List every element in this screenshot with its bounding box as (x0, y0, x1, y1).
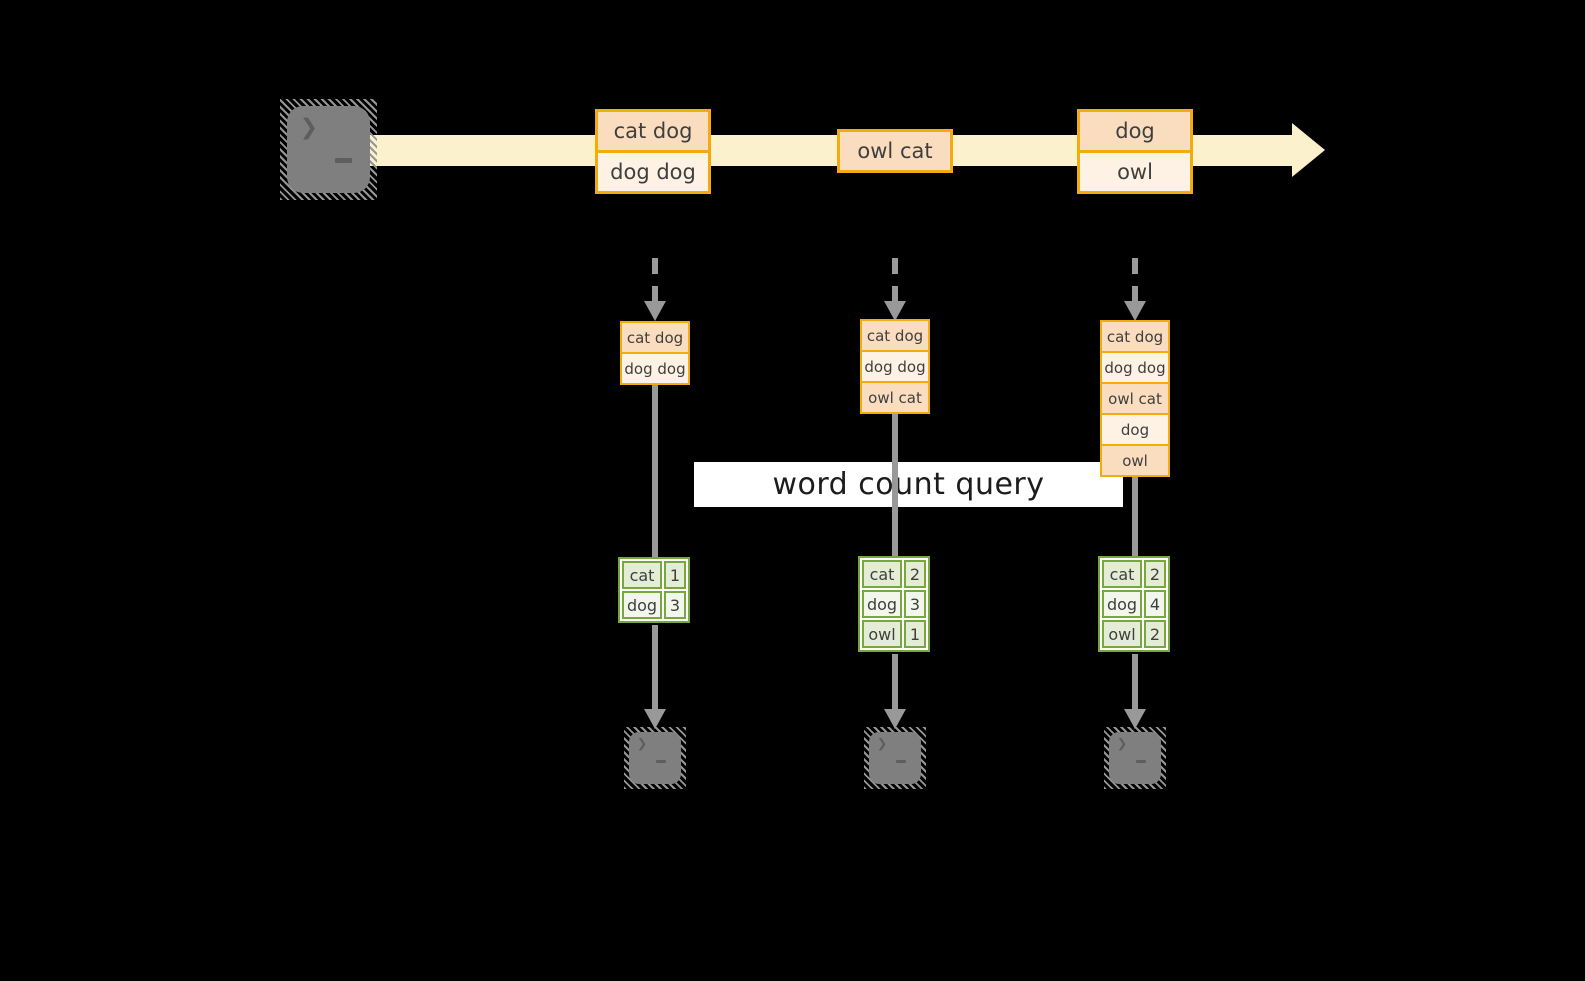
query-flow-line (1132, 477, 1138, 556)
dashed-arrow-line (652, 258, 658, 304)
query-flow-line (652, 385, 658, 557)
count-cell: 1 (904, 620, 926, 648)
state-row: dog dog (622, 352, 688, 383)
dashed-arrow-head-icon (884, 301, 906, 321)
prompt-underscore-icon (335, 158, 352, 163)
state-row: cat dog (622, 323, 688, 352)
stream-event-row: dog dog (598, 150, 708, 191)
state-row: owl (1102, 444, 1168, 475)
terminal-face: ❯ (1109, 732, 1161, 784)
state-row: dog dog (862, 350, 928, 381)
stream-event-row: owl (1080, 150, 1190, 191)
terminal-sink-icon: ❯ (624, 727, 686, 789)
count-cell: 4 (1144, 590, 1166, 618)
sink-arrow-line (652, 625, 658, 711)
word-cell: dog (1102, 590, 1142, 618)
prompt-chevron-icon: ❯ (300, 110, 319, 145)
terminal-face: ❯ (287, 106, 370, 193)
sink-arrow-head-icon (644, 709, 666, 729)
stream-event-batch-1: cat dog dog dog (595, 109, 711, 194)
count-cell: 3 (664, 591, 686, 619)
query-label-band: word count query (694, 462, 1123, 507)
sink-arrow-head-icon (884, 709, 906, 729)
dashed-arrow-line (892, 258, 898, 304)
count-table-3: cat 2 dog 4 owl 2 (1098, 556, 1170, 652)
state-row: owl cat (1102, 382, 1168, 413)
sink-arrow-line (892, 654, 898, 711)
query-flow-line (892, 413, 898, 556)
query-label: word count query (772, 467, 1045, 502)
dashed-arrow-head-icon (1124, 301, 1146, 321)
terminal-face: ❯ (629, 732, 681, 784)
count-cell: 2 (904, 560, 926, 588)
count-table-2: cat 2 dog 3 owl 1 (858, 556, 930, 652)
count-cell: 2 (1144, 620, 1166, 648)
terminal-sink-icon: ❯ (864, 727, 926, 789)
terminal-source-icon: ❯ (280, 99, 377, 200)
stream-event-batch-3: dog owl (1077, 109, 1193, 194)
word-cell: owl (862, 620, 902, 648)
terminal-face: ❯ (869, 732, 921, 784)
word-cell: cat (1102, 560, 1142, 588)
stream-event-row: owl cat (840, 132, 950, 170)
prompt-underscore-icon (896, 760, 906, 763)
terminal-sink-icon: ❯ (1104, 727, 1166, 789)
state-buffer-2: cat dog dog dog owl cat (860, 319, 930, 414)
stream-event-batch-2: owl cat (837, 129, 953, 173)
word-cell: cat (622, 561, 662, 589)
word-cell: cat (862, 560, 902, 588)
prompt-underscore-icon (656, 760, 666, 763)
prompt-chevron-icon: ❯ (877, 734, 888, 754)
dashed-arrow-line (1132, 258, 1138, 304)
state-buffer-3: cat dog dog dog owl cat dog owl (1100, 320, 1170, 477)
sink-arrow-line (1132, 654, 1138, 711)
count-table-1: cat 1 dog 3 (618, 557, 690, 623)
state-row: cat dog (1102, 322, 1168, 351)
prompt-underscore-icon (1136, 760, 1146, 763)
sink-arrow-head-icon (1124, 709, 1146, 729)
count-cell: 2 (1144, 560, 1166, 588)
prompt-chevron-icon: ❯ (637, 734, 648, 754)
word-cell: owl (1102, 620, 1142, 648)
word-cell: dog (862, 590, 902, 618)
prompt-chevron-icon: ❯ (1117, 734, 1128, 754)
state-buffer-1: cat dog dog dog (620, 321, 690, 385)
stream-arrowhead-icon (1292, 123, 1325, 177)
word-cell: dog (622, 591, 662, 619)
state-row: dog (1102, 413, 1168, 444)
state-row: cat dog (862, 321, 928, 350)
dashed-arrow-head-icon (644, 301, 666, 321)
count-cell: 1 (664, 561, 686, 589)
stream-event-row: dog (1080, 112, 1190, 150)
stream-event-row: cat dog (598, 112, 708, 150)
state-row: owl cat (862, 381, 928, 412)
count-cell: 3 (904, 590, 926, 618)
state-row: dog dog (1102, 351, 1168, 382)
